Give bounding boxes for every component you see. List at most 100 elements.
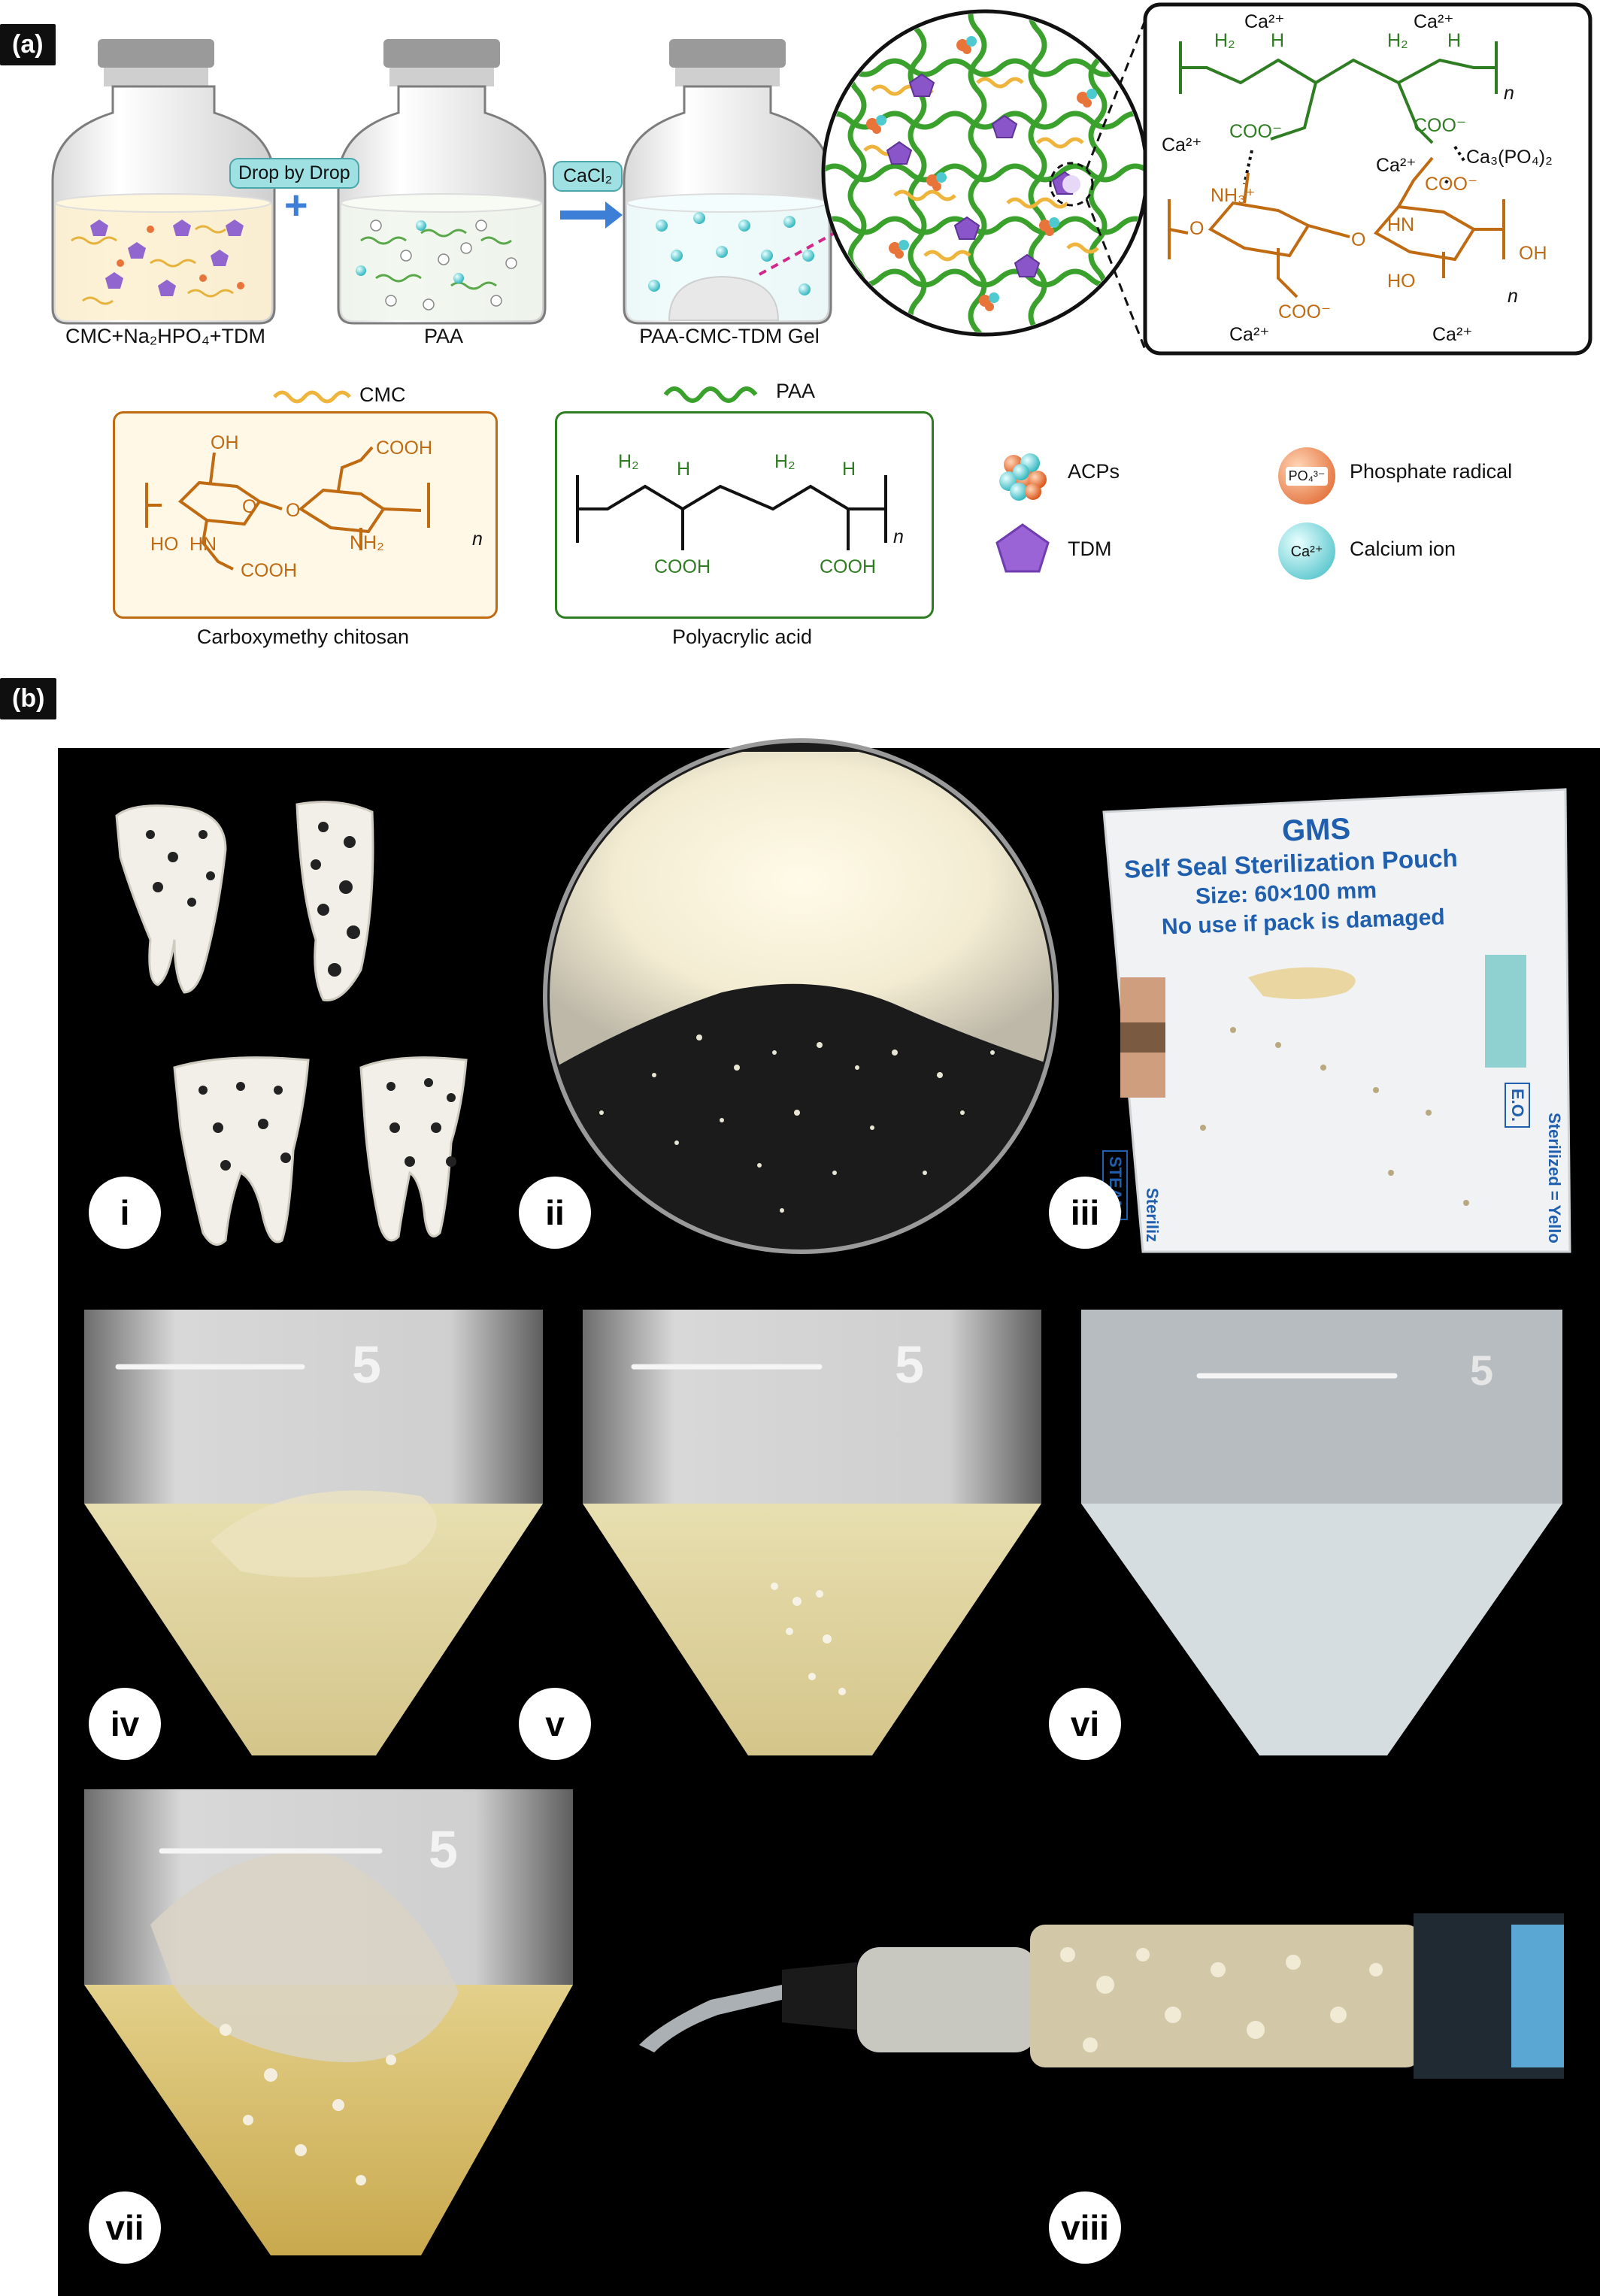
cmc-structure-box [113,411,498,619]
cmc-legend-squiggle [273,390,351,404]
label-iii: iii [1049,1177,1121,1249]
cmc-oh: OH [211,432,239,453]
calcium-badge-text: Ca²⁺ [1290,543,1323,560]
paa-h2-1: H₂ [618,451,639,472]
phosphate-badge-text: PO₄³⁻ [1285,466,1329,486]
jar-3-label: PAA-CMC-TDM Gel [639,325,820,347]
cmc-o1: O [242,496,257,517]
tdm-label: TDM [1068,538,1112,560]
phosphate-icon: PO₄³⁻ [1278,447,1335,504]
drop-by-drop-badge: Drop by Drop [229,158,359,189]
tdm-icon [995,523,1050,573]
box-coo-left: COO⁻ [1229,121,1283,142]
arrow-cacl2 [560,201,623,229]
panel-a-tag: (a) [0,24,56,65]
box-ca-1: Ca²⁺ [1244,11,1285,32]
pouch-steam-sub: Steriliz [1143,1188,1162,1243]
box-coo-bottom: COO⁻ [1278,301,1332,323]
label-ii: ii [519,1177,591,1249]
label-vi: vi [1049,1688,1121,1760]
box-ca-b2: Ca²⁺ [1432,324,1473,345]
petri-dish [543,738,1059,1254]
paa-legend-squiggle [663,386,758,403]
cmc-ho: HO [150,534,179,555]
calcium-icon: Ca²⁺ [1278,523,1335,580]
jar-cmc [51,39,276,325]
label-i: i [89,1177,161,1249]
box-ca-2: Ca²⁺ [1414,11,1454,32]
paa-h2-2: H₂ [774,451,795,472]
box-coo-right: COO⁻ [1414,115,1467,136]
drop-by-drop-label: Drop by Drop [238,162,350,183]
pouch-eo-sub: Sterilized = Yello [1545,1113,1564,1243]
box-nh3: NH₃⁺ [1211,185,1256,206]
label-v: v [519,1688,591,1760]
cmc-nh2: NH₂ [350,532,384,553]
box-h-1: H [1271,30,1285,51]
gel-network-zoom [821,9,1149,337]
box-hn: HN [1387,214,1415,235]
cmc-n: n [472,529,483,550]
paa-caption: Polyacrylic acid [671,625,813,648]
box-ca-left: Ca²⁺ [1162,135,1202,156]
jar-2-label: PAA [423,325,464,347]
tube-vii-number: 5 [429,1820,458,1879]
cmc-cooh1: COOH [376,438,432,459]
paa-structure-box [555,411,934,619]
box-o1: O [1189,218,1205,239]
tube-vii [84,1789,573,2255]
tooth-scaffolds [115,801,468,1246]
cmc-o2: O [286,500,301,521]
box-ho: HO [1387,271,1416,292]
cmc-structure-drawing [145,446,430,571]
paa-structure-drawing [576,475,887,550]
box-ca-b1: Ca²⁺ [1229,324,1270,345]
box-n-top: n [1504,83,1514,104]
box-h2-1: H₂ [1214,30,1235,51]
jar-1-label: CMC+Na₂HPO₄+TDM [65,325,266,347]
box-h2-2: H₂ [1387,30,1408,51]
box-oh: OH [1519,243,1547,264]
tube-v [583,1310,1041,1755]
paa-legend-label: PAA [776,380,816,402]
structure-box [1143,2,1592,356]
calcium-label: Calcium ion [1350,538,1456,560]
paa-h-1: H [677,459,691,480]
tube-vi [1081,1310,1562,1755]
plus-sign: + [284,183,308,228]
cmc-cooh2: COOH [241,560,297,581]
paa-h-2: H [842,459,856,480]
jar-gel [623,39,832,325]
pouch-eo: E.O. [1505,1083,1530,1128]
cmc-hn: HN [189,534,217,555]
cacl2-label: CaCl₂ [563,165,613,186]
sterilization-pouch [1102,788,1571,1253]
box-ca3po4: Ca₃(PO₄)₂ [1466,147,1553,168]
paa-cooh1: COOH [654,556,711,577]
tube-vi-number: 5 [1470,1346,1494,1394]
panel-a-graphics [51,2,1592,356]
cmc-legend-label: CMC [359,383,406,406]
pouch-brand: GMS [1281,812,1351,848]
cacl2-badge: CaCl₂ [553,161,623,192]
paa-n: n [893,526,904,547]
tube-v-number: 5 [895,1335,924,1394]
label-iv: iv [89,1688,161,1760]
tube-iv [84,1310,543,1755]
acps-label: ACPs [1068,460,1120,483]
tube-iv-number: 5 [352,1335,381,1394]
paa-cooh2: COOH [820,556,876,577]
label-vii: vii [89,2191,161,2264]
label-viii: viii [1049,2191,1121,2264]
box-o2: O [1351,229,1366,250]
panel-b-tag: (b) [0,678,57,719]
box-coo-mid: COO⁻ [1425,174,1478,195]
cmc-caption: Carboxymethy chitosan [196,625,410,648]
box-n-bottom: n [1508,286,1518,307]
box-ca-mid: Ca²⁺ [1376,155,1417,176]
acps-icon [999,453,1047,501]
jar-paa [337,39,547,325]
box-h-2: H [1447,30,1462,51]
syringe [639,1913,1564,2079]
